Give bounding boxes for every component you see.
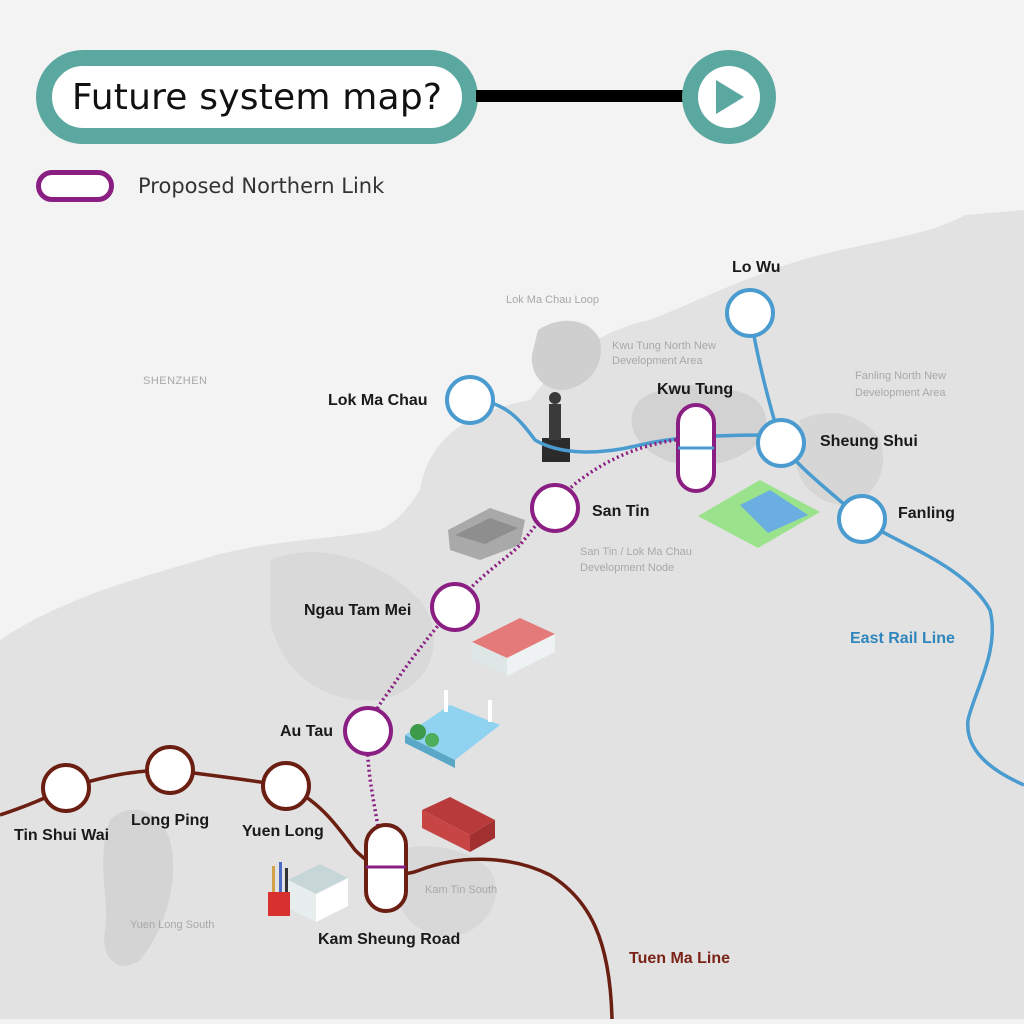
area-label-yuen-long-south: Yuen Long South [130,919,214,931]
station-labels: Lo Wu Lok Ma Chau Kwu Tung Sheung Shui F… [14,259,955,948]
land-ridge [270,552,435,701]
land-layer [0,210,1024,1019]
area-labels: SHENZHEN Lok Ma Chau Loop Kwu Tung North… [130,294,946,931]
station-label-fanling: Fanling [898,505,955,522]
area-label-lok-ma-chau-loop: Lok Ma Chau Loop [506,294,599,306]
legend-label: Proposed Northern Link [138,174,385,198]
station-label-long-ping: Long Ping [131,812,209,829]
station-fanling[interactable] [837,494,887,544]
area-label-shenzhen: SHENZHEN [143,375,208,387]
station-label-yuen-long: Yuen Long [242,823,324,840]
station-label-kwu-tung: Kwu Tung [657,381,733,398]
play-button[interactable] [682,50,776,144]
legend-swatch-northern-link [36,170,114,202]
land-lokmachau-loop [531,320,601,391]
play-button-inner [698,66,760,128]
title-connector [476,90,696,102]
station-label-san-tin: San Tin [592,503,650,520]
station-label-ngau-tam-mei: Ngau Tam Mei [304,602,411,619]
line-label-tuen-ma: Tuen Ma Line [629,950,730,967]
station-label-au-tau: Au Tau [280,723,333,740]
station-label-kam-sheung-road: Kam Sheung Road [318,931,460,948]
area-label-fanling-nda: Fanling North New [855,370,946,382]
landmark-red-roof-house-icon [472,618,555,676]
line-label-east-rail: East Rail Line [850,630,955,647]
tuen-ma-line-path [0,768,614,1020]
landmark-pond-icon [698,480,820,548]
station-san-tin[interactable] [530,483,580,533]
landmark-wetland-birds-icon [405,690,500,768]
title-pill: Future system map? [36,50,478,144]
station-label-tin-shui-wai: Tin Shui Wai [14,827,109,844]
area-label-kwu-tung-nda: Kwu Tung North New [612,340,716,352]
area-label-san-tin-node-2: Development Node [580,562,674,574]
land-north [0,210,1024,1019]
stations [41,288,887,913]
area-label-san-tin-node: San Tin / Lok Ma Chau [580,546,692,558]
page-title: Future system map? [71,76,443,118]
station-label-lok-ma-chau: Lok Ma Chau [328,392,428,409]
station-lok-ma-chau[interactable] [445,375,495,425]
landmark-art-studio-icon [268,862,348,922]
play-icon [716,80,744,114]
water-yuen-long-south [103,809,174,966]
landmark-barn-icon [422,797,495,852]
station-label-lo-wu: Lo Wu [732,259,781,276]
station-yuen-long[interactable] [261,761,311,811]
station-lo-wu[interactable] [725,288,775,338]
area-label-kwu-tung-nda-2: Development Area [612,355,703,367]
station-label-sheung-shui: Sheung Shui [820,433,918,450]
station-ngau-tam-mei[interactable] [430,582,480,632]
station-long-ping[interactable] [145,745,195,795]
landmark-village-icon [448,508,525,560]
station-au-tau[interactable] [343,706,393,756]
station-sheung-shui[interactable] [756,418,806,468]
station-tin-shui-wai[interactable] [41,763,91,813]
area-label-kam-tin-south: Kam Tin South [425,884,497,896]
area-label-fanling-nda-2: Development Area [855,387,946,399]
